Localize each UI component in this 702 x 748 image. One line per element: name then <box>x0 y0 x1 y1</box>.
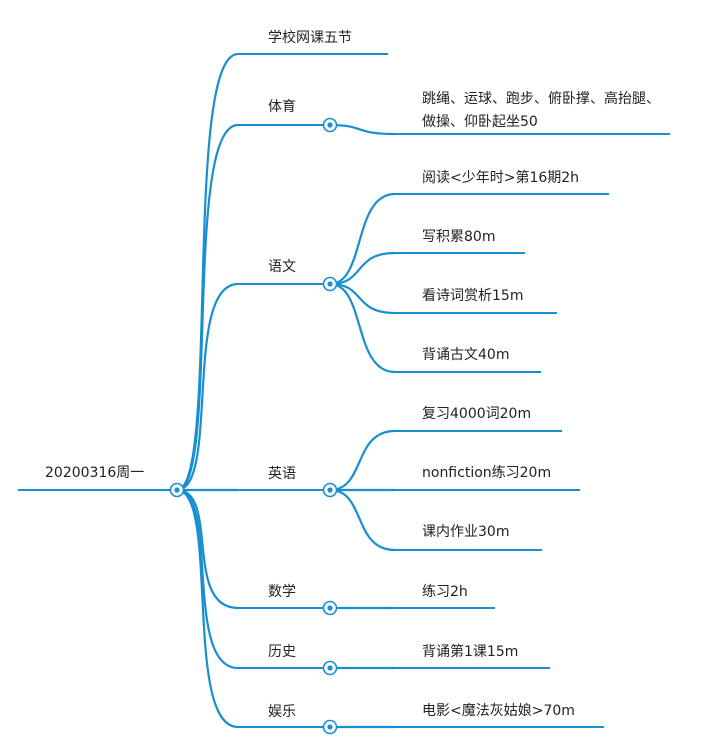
branch-label-chinese: 语文 <box>268 259 296 275</box>
branch-label-entertainment: 娱乐 <box>268 704 296 720</box>
collapse-icon-entertainment[interactable] <box>322 719 338 735</box>
leaf-english-nonfiction: nonfiction练习20m <box>422 465 552 481</box>
leaf-chinese-reading: 阅读<少年时>第16期2h <box>422 170 580 186</box>
root-collapse-icon[interactable] <box>169 482 185 498</box>
edge-chinese-leaf-1 <box>329 251 396 286</box>
branch-label-history: 历史 <box>268 644 296 660</box>
edge-english-leaf-2 <box>329 488 396 552</box>
edge-chinese-leaf-0 <box>329 192 396 286</box>
collapse-icon-math[interactable] <box>322 600 338 616</box>
leaf-english-vocab: 复习4000词20m <box>422 406 532 422</box>
edge-chinese-leaf-2 <box>329 282 396 315</box>
leaf-entertainment-movie: 电影<魔法灰姑娘>70m <box>422 703 575 719</box>
leaf-pe-exercises: 跳绳、运球、跑步、俯卧撑、高抬腿、做操、仰卧起坐50 <box>422 91 660 130</box>
edge-root-history <box>176 488 239 670</box>
leaf-chinese-poetry: 看诗词赏析15m <box>422 288 524 304</box>
leaf-chinese-recite: 背诵古文40m <box>422 347 510 363</box>
branch-label-pe: 体育 <box>268 99 296 115</box>
edge-english-leaf-0 <box>329 429 396 492</box>
branch-label-school: 学校网课五节 <box>268 30 352 46</box>
leaf-math-practice: 练习2h <box>422 584 468 600</box>
branch-label-math: 数学 <box>268 584 296 600</box>
edge-root-math <box>176 488 239 610</box>
root-label: 20200316周一 <box>45 465 145 481</box>
collapse-icon-history[interactable] <box>322 660 338 676</box>
collapse-icon-english[interactable] <box>322 482 338 498</box>
branch-label-english: 英语 <box>268 466 296 482</box>
edge-root-entertainment <box>176 488 239 729</box>
collapse-icon-chinese[interactable] <box>322 276 338 292</box>
leaf-english-homework: 课内作业30m <box>422 524 510 540</box>
edge-root-chinese <box>176 282 239 492</box>
edge-root-pe <box>176 123 239 492</box>
edge-root-school <box>176 52 239 492</box>
edge-chinese-leaf-3 <box>329 282 396 374</box>
collapse-icon-pe[interactable] <box>322 117 338 133</box>
leaf-history-recite: 背诵第1课15m <box>422 644 519 660</box>
edge-pe-leaf-0 <box>329 123 396 136</box>
leaf-chinese-writing: 写积累80m <box>422 229 496 245</box>
